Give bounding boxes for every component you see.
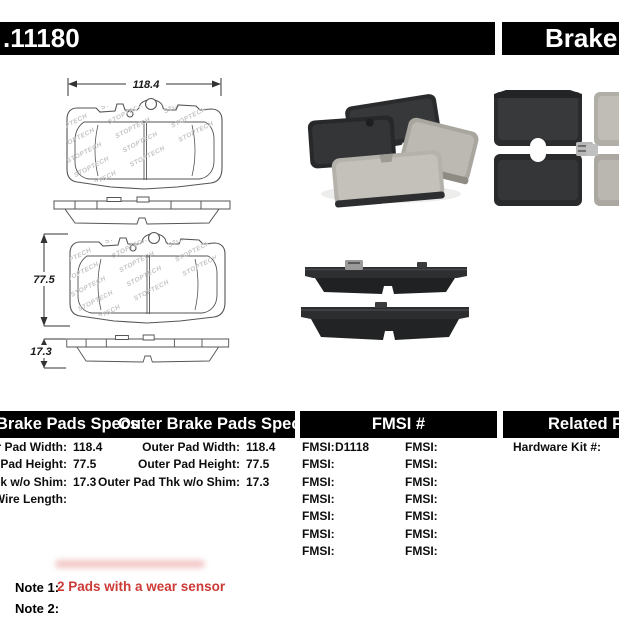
pad-friction-face — [594, 92, 619, 146]
fmsi-label: FMSI: — [405, 475, 438, 489]
product-photo-angled — [303, 90, 481, 210]
hardware-kit-label: Hardware Kit #: — [513, 440, 602, 454]
inner-pad-height-label: er Pad Height: — [0, 457, 67, 471]
dim-label-bg — [24, 345, 58, 358]
fmsi-label: FMSI: — [302, 544, 335, 558]
inner-pad-height-value: 77.5 — [73, 457, 97, 471]
dimension-width-label: 118.4 — [133, 79, 160, 91]
fmsi-header-bar: FMSI # — [300, 411, 497, 438]
pad-drawing-bottom: 77.5 17.3 — [24, 231, 230, 369]
fmsi-value: D1118 — [335, 440, 370, 454]
pad-friction-face — [586, 144, 619, 206]
related-parts-header: Related Par — [548, 415, 619, 433]
dim-label-bg — [126, 76, 166, 91]
outer-pad-thk-label: Outer Pad Thk w/o Shim: — [97, 475, 240, 489]
pad-front-outline — [69, 231, 226, 324]
fmsi-label: FMSI: — [302, 440, 335, 454]
outer-pad-height-value: 77.5 — [246, 457, 270, 471]
fmsi-label: FMSI: — [405, 440, 438, 454]
red-text-ghost — [55, 560, 205, 568]
fmsi-label: FMSI: — [405, 509, 438, 523]
pad-edge-outline — [53, 196, 231, 225]
arrow-down-icon — [40, 361, 48, 368]
page-title: Brake P — [545, 23, 619, 53]
inner-pad-width-value: 118.4 — [73, 440, 103, 454]
inner-specs-header: Brake Pads Specs — [0, 415, 140, 433]
note2-label: Note 2: — [15, 601, 60, 616]
note1-text: 2 Pads with a wear sensor — [57, 579, 226, 594]
fmsi-header: FMSI # — [371, 415, 426, 433]
inner-pad-width-label: ner Pad Width: — [0, 440, 67, 454]
pad-front-outline — [66, 97, 223, 190]
pad-edge-top — [305, 260, 467, 294]
wear-wire-length-label: r Wire Length: — [0, 492, 67, 506]
fmsi-label: FMSI: — [302, 527, 335, 541]
fmsi-label: FMSI: — [302, 457, 335, 471]
pad-back-plate — [307, 115, 397, 169]
outer-pad-height-label: Outer Pad Height: — [137, 457, 240, 471]
inner-pad-thk-label: Thk w/o Shim: — [0, 475, 67, 489]
fmsi-label: FMSI: — [302, 492, 335, 506]
arrow-up-icon — [40, 234, 48, 243]
top-bar-right: Brake P — [502, 22, 619, 55]
arrow-left-icon — [68, 80, 77, 88]
outer-pad-thk-value: 17.3 — [246, 475, 270, 489]
pad-back-plate — [494, 142, 593, 206]
fmsi-label: FMSI: — [302, 509, 335, 523]
outer-specs-header: Outer Brake Pads Specs — [118, 415, 310, 433]
specs-header-bar: Brake Pads Specs Outer Brake Pads Specs — [0, 411, 310, 438]
top-bar-left: .11180 — [0, 22, 495, 55]
pad-edge-bottom — [301, 302, 469, 340]
product-photo-edge — [297, 255, 475, 349]
arrow-down-icon — [40, 317, 48, 326]
pad-friction-face — [331, 150, 445, 208]
wear-sensor-clip — [345, 260, 363, 270]
part-number: .11180 — [3, 23, 80, 53]
dim-label-bg — [26, 272, 62, 286]
pad-drawing-top: 118.4 — [53, 76, 231, 225]
fmsi-label: FMSI: — [405, 527, 438, 541]
fmsi-label: FMSI: — [405, 457, 438, 471]
wear-sensor-clip — [586, 144, 598, 156]
inner-pad-thk-value: 17.3 — [73, 475, 97, 489]
outer-pad-width-label: Outer Pad Width: — [142, 440, 240, 454]
pad-edge-outline — [66, 334, 230, 363]
fmsi-label: FMSI: — [405, 492, 438, 506]
fmsi-label: FMSI: — [302, 475, 335, 489]
outer-pad-width-value: 118.4 — [246, 440, 276, 454]
dimension-thickness-label: 17.3 — [30, 346, 51, 358]
note1-label: Note 1: — [15, 580, 60, 595]
arrow-up-icon — [40, 339, 48, 346]
arrow-right-icon — [212, 80, 221, 88]
dimension-height-label: 77.5 — [33, 274, 55, 286]
fmsi-label: FMSI: — [405, 544, 438, 558]
pad-back-plate — [494, 90, 582, 154]
related-header-bar: Related Par — [503, 411, 619, 438]
product-photo-flat — [486, 84, 619, 209]
